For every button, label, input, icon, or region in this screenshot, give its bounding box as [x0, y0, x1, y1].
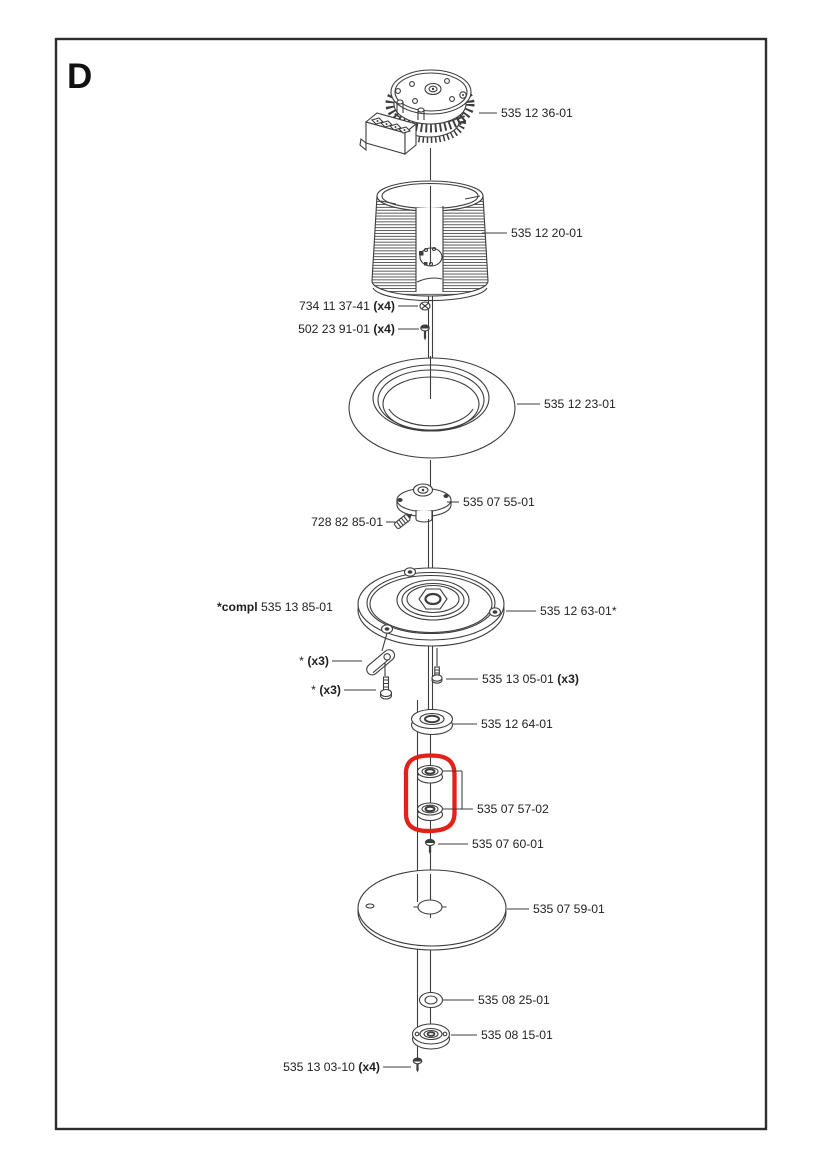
screw-upper-drawing [420, 324, 430, 341]
part-label-535-08-15-01: 535 08 15-01 [481, 1028, 553, 1042]
callout-disc-screw: 535 13 05-01 (x3) [446, 672, 579, 686]
part-label-535-12-36-01: 535 12 36-01 [501, 106, 573, 120]
bottom-screw-drawing [412, 1057, 423, 1073]
callout-blade-disc: 535 12 63-01* [506, 604, 617, 618]
washer-upper-drawing [419, 301, 431, 311]
callout-cylinder: 535 12 20-01 [482, 226, 583, 240]
callout-blade-screw: * (x3) [311, 683, 376, 697]
page-border [54, 37, 768, 1131]
callout-blade-disc-assembly: *compl 535 13 85-01 [217, 600, 333, 614]
part-label-535-07-57-02: 535 07 57-02 [477, 802, 549, 816]
part-label-535-12-63-01: 535 12 63-01* [540, 604, 617, 618]
part-label-535-12-64-01: 535 12 64-01 [481, 717, 553, 731]
support-disc-drawing [357, 869, 507, 951]
section-letter: D [67, 57, 92, 96]
callout-blade: * (x3) [299, 654, 362, 668]
callout-washer-upper: 734 11 37-41 (x4) [299, 299, 418, 313]
part-label-535-12-23-01: 535 12 23-01 [544, 397, 616, 411]
disc-screw-drawing [431, 648, 443, 684]
highlight-outline [403, 753, 457, 834]
callout-lower-hub: 535 08 15-01 [451, 1028, 553, 1042]
part-label-blade-screw-x3: * (x3) [311, 683, 341, 697]
part-label-535-08-25-01: 535 08 25-01 [478, 993, 550, 1007]
disc-boss [488, 607, 502, 617]
shaft-screw-drawing [424, 838, 436, 855]
ring-drawing [348, 357, 516, 459]
hub-drawing [396, 483, 452, 523]
set-screw-drawing [394, 513, 413, 530]
blade-disc-drawing [357, 567, 505, 652]
callout-set-screw: 728 82 85-01 [311, 515, 395, 529]
blade-drawing [366, 649, 396, 676]
callout-bearing-pair: 535 07 57-02 [443, 770, 549, 816]
part-label-502-23-91-01: 502 23 91-01 (x4) [298, 322, 395, 336]
part-label-blade-x3: * (x3) [299, 654, 329, 668]
part-label-535-07-59-01: 535 07 59-01 [533, 902, 605, 916]
part-label-535-12-20-01: 535 12 20-01 [511, 226, 583, 240]
lower-hub-drawing [411, 1023, 451, 1050]
part-label-535-07-55-01: 535 07 55-01 [463, 495, 535, 509]
callout-screw-upper: 502 23 91-01 (x4) [298, 322, 419, 336]
callout-bottom-screw: 535 13 03-10 (x4) [283, 1060, 411, 1074]
blade-screw-drawing [379, 663, 393, 700]
callout-washer-lower: 535 08 25-01 [443, 993, 550, 1007]
part-label-535-07-60-01: 535 07 60-01 [472, 837, 544, 851]
callout-upper-bearing: 535 12 64-01 [453, 717, 553, 731]
callout-shaft-screw: 535 07 60-01 [438, 837, 544, 851]
callout-hub: 535 07 55-01 [447, 495, 535, 509]
callout-support-disc: 535 07 59-01 [507, 902, 605, 916]
part-label-728-82-85-01: 728 82 85-01 [311, 515, 383, 529]
part-label-535-13-03-10: 535 13 03-10 (x4) [283, 1060, 380, 1074]
part-label-535-13-05-01: 535 13 05-01 (x3) [482, 672, 579, 686]
disc-boss [380, 624, 394, 634]
connector-terminals [370, 117, 412, 134]
part-label-535-13-85-01: *compl 535 13 85-01 [217, 600, 333, 614]
part-label-734-11-37-41: 734 11 37-41 (x4) [299, 299, 395, 313]
upper-bearing-drawing [410, 708, 454, 736]
callouts: 535 12 36-01 535 12 20-01 734 11 37-41 (… [217, 106, 617, 1074]
callout-sealing-ring: 535 12 23-01 [517, 397, 616, 411]
callout-motor: 535 12 36-01 [479, 106, 573, 120]
motor-drawing [359, 69, 475, 156]
disc-boss [403, 567, 417, 577]
bearing-pair-drawing [416, 764, 444, 822]
washer-lower-drawing [418, 991, 444, 1009]
